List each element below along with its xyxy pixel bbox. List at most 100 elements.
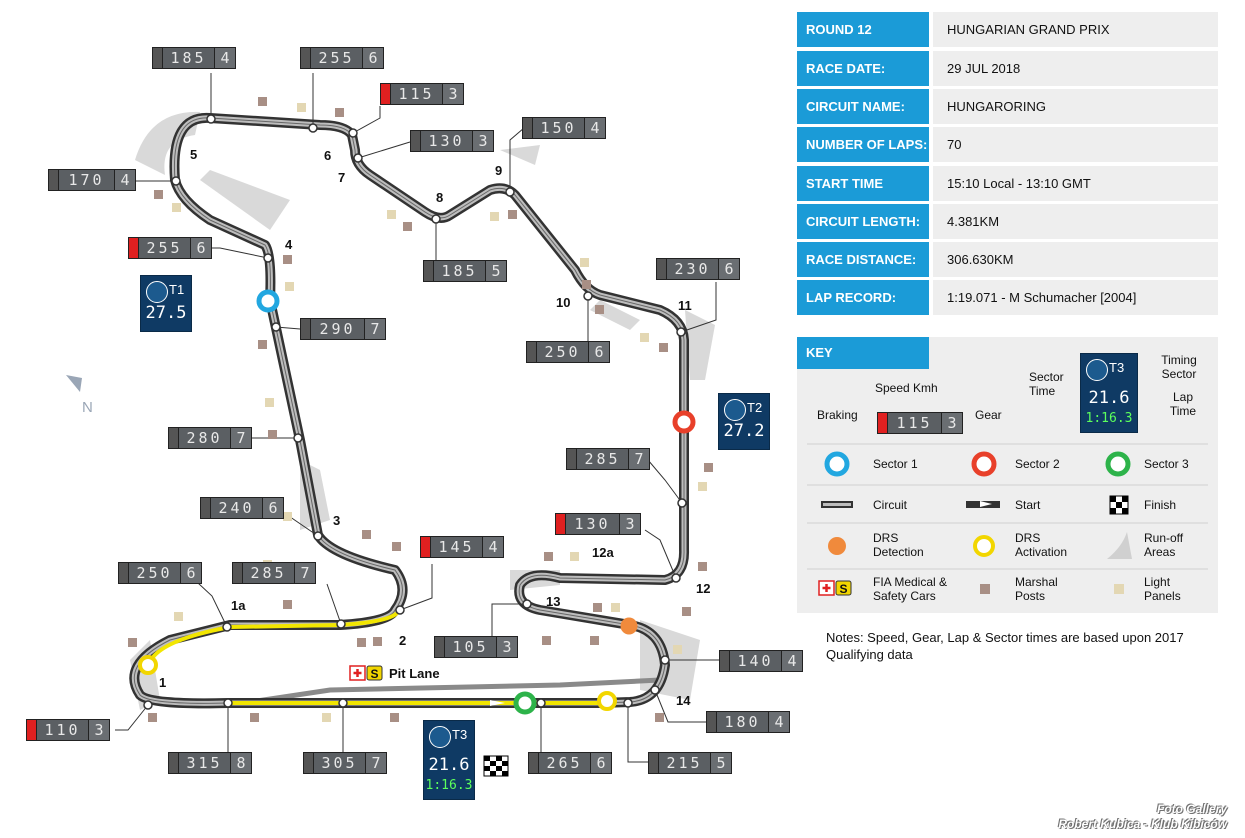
key-sector-time-label: Sector Time: [1029, 370, 1064, 398]
info-key: START TIME: [797, 166, 929, 201]
speed-value: 130: [421, 131, 472, 151]
speed-value: 230: [667, 259, 718, 279]
gear-value: 7: [230, 428, 251, 448]
info-row: RACE DATE:29 JUL 2018: [797, 51, 1218, 86]
turn-label: 11: [678, 298, 692, 313]
gear-value: 3: [941, 413, 962, 433]
finish-icon: [1109, 495, 1129, 515]
info-value: HUNGARIAN GRAND PRIX: [933, 12, 1218, 47]
turn-label: 10: [556, 295, 571, 310]
lap-time: 1:16.3: [1085, 411, 1133, 426]
info-key: RACE DISTANCE:: [797, 242, 929, 277]
key-title: KEY: [797, 337, 929, 369]
timing-sector-label: T1: [169, 282, 185, 297]
drs-detection-marker: [620, 617, 638, 635]
key-lap-time-label: Lap Time: [1169, 390, 1197, 418]
gear-value: 4: [482, 537, 503, 557]
key-braking-label: Braking: [817, 408, 858, 422]
turn-label: 3: [333, 513, 341, 528]
speed-value: 115: [391, 84, 442, 104]
speed-value: 105: [445, 637, 496, 657]
speed-value: 255: [311, 48, 362, 68]
info-value: 29 JUL 2018: [933, 51, 1218, 86]
speed-value: 250: [129, 563, 180, 583]
timing-sector-box-t1: T1 27.5: [140, 275, 192, 332]
turn-label: 1a: [231, 598, 246, 613]
speed-value: 140: [730, 651, 781, 671]
svg-text:S: S: [840, 582, 848, 596]
pit-lane-road: [229, 677, 661, 708]
gear-value: 6: [588, 342, 609, 362]
speed-value: 185: [434, 261, 485, 281]
key-speed-label: Speed Kmh: [875, 381, 938, 395]
gear-value: 7: [364, 319, 385, 339]
sector-time: 27.5: [145, 303, 187, 323]
gear-value: 3: [442, 84, 463, 104]
gear-value: 7: [365, 753, 386, 773]
gear-value: 3: [496, 637, 517, 657]
speed-value: 255: [139, 238, 190, 258]
gear-value: 7: [294, 563, 315, 583]
speed-value: 150: [533, 118, 584, 138]
info-value: 15:10 Local - 13:10 GMT: [933, 166, 1218, 201]
turn-label: 13: [546, 594, 561, 609]
start-arrow: [490, 700, 505, 706]
gear-value: 3: [619, 514, 640, 534]
runoff-area: [500, 145, 540, 165]
speed-value: 115: [888, 413, 941, 433]
info-key: LAP RECORD:: [797, 280, 929, 315]
runoff-area: [200, 170, 290, 230]
gear-value: 4: [214, 48, 235, 68]
notes-text: Notes: Speed, Gear, Lap & Sector times a…: [826, 630, 1184, 662]
medical-cross: [353, 669, 362, 677]
sector2-marker: [672, 410, 696, 434]
info-key: ROUND 12: [797, 12, 929, 47]
north-label: N: [82, 399, 93, 416]
turn-label: 5: [190, 147, 198, 162]
north-arrow-icon: [66, 375, 82, 392]
key-sector2-label: Sector 2: [1015, 457, 1060, 471]
key-sector3-label: Sector 3: [1144, 457, 1189, 471]
turn-label: 12a: [592, 545, 614, 560]
safety-car-letter: S: [371, 667, 379, 681]
drs-activation-marker: [138, 655, 158, 675]
speed-value: 130: [566, 514, 619, 534]
turn-label: 12: [696, 581, 711, 596]
key-medical-label: FIA Medical & Safety Cars: [873, 575, 948, 603]
drs-activation-marker: [597, 691, 617, 711]
info-row: NUMBER OF LAPS:70: [797, 127, 1218, 162]
info-value: HUNGARORING: [933, 89, 1218, 124]
speed-value: 215: [659, 753, 710, 773]
sector-time: 21.6: [1088, 388, 1130, 408]
info-value: 1:19.071 - M Schumacher [2004]: [933, 280, 1218, 315]
star-logo-icon: [429, 726, 451, 748]
key-drs-detection-label: DRS Detection: [873, 531, 924, 559]
key-start-label: Start: [1015, 498, 1041, 512]
info-key: CIRCUIT NAME:: [797, 89, 929, 124]
credit-line-2: Robert Kubica - Klub Kibiców: [1058, 817, 1227, 831]
timing-sector-box-t2: T2 27.2: [718, 393, 770, 450]
speed-value: 240: [211, 498, 262, 518]
speed-value: 285: [577, 449, 628, 469]
turn-label: 9: [495, 163, 503, 178]
lap-time: 1:16.3: [425, 778, 473, 793]
info-value: 4.381KM: [933, 204, 1218, 239]
key-drs-activation-label: DRS Activation: [1015, 531, 1068, 559]
turn-label: 6: [324, 148, 332, 163]
gear-value: 6: [590, 753, 611, 773]
speed-value: 145: [431, 537, 482, 557]
turn-label: 8: [436, 190, 444, 205]
